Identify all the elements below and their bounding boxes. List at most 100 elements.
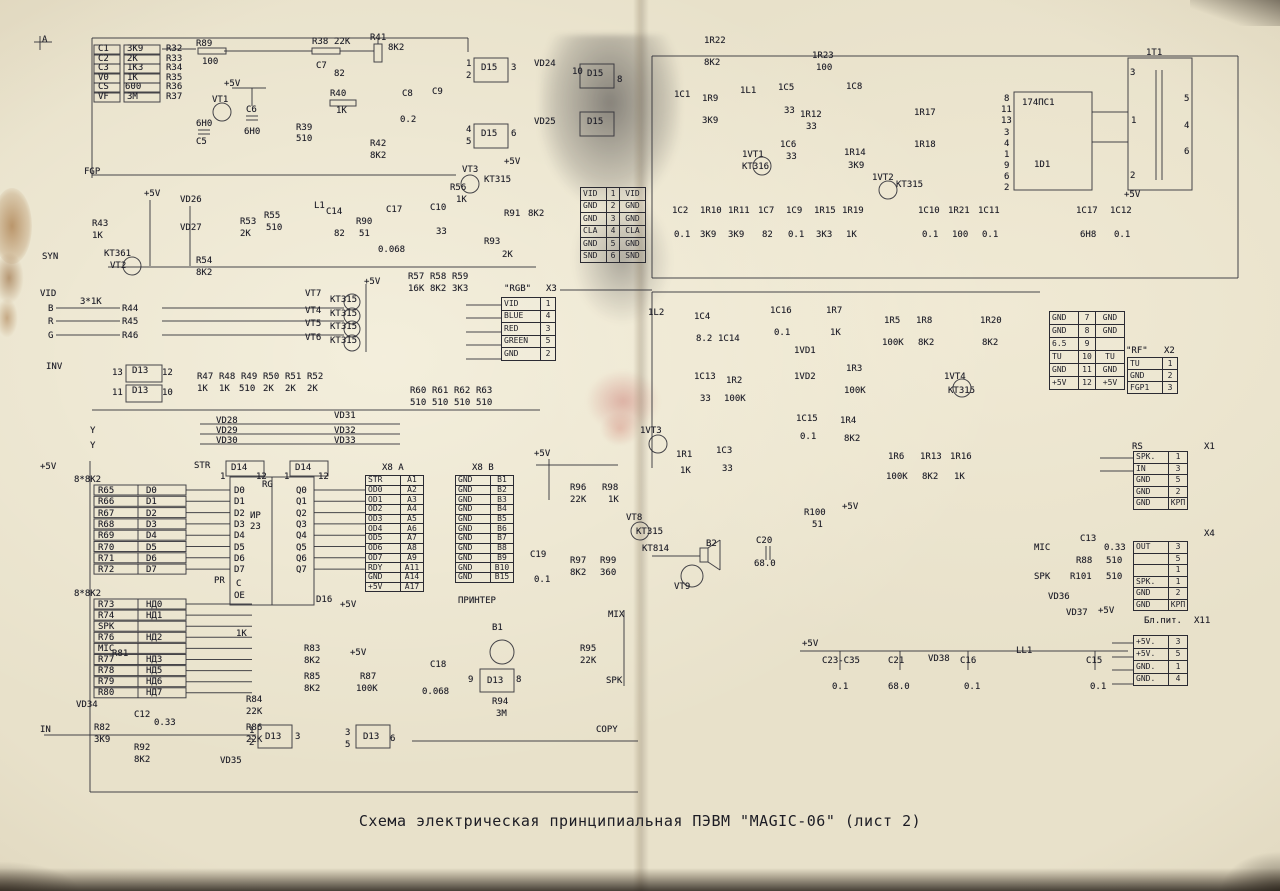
- schematic-label: R59: [452, 272, 469, 282]
- schematic-label: D1: [234, 497, 245, 507]
- schematic-label: 8: [1004, 94, 1010, 104]
- schematic-label: C19: [530, 550, 547, 560]
- schematic-label: 1C16: [770, 306, 792, 316]
- schematic-label: 2: [249, 738, 255, 748]
- schematic-label: 5: [1184, 94, 1190, 104]
- schematic-label: 1C7: [758, 206, 775, 216]
- schematic-label: НД6: [146, 677, 163, 687]
- schematic-label: 3К3: [452, 284, 469, 294]
- schematic-label: 16К: [408, 284, 425, 294]
- schematic-label: 3К9: [127, 44, 144, 54]
- schematic-label: 3*1К: [80, 297, 102, 307]
- schematic-label: 1К: [197, 384, 208, 394]
- schematic-label: КТ315: [636, 527, 664, 537]
- schematic-label: 1C17: [1076, 206, 1098, 216]
- schematic-label: VF: [98, 92, 109, 102]
- schematic-label: D5: [146, 543, 157, 553]
- schematic-label: 1К: [456, 195, 467, 205]
- schematic-label: 8К2: [570, 568, 587, 578]
- schematic-label: MIC: [98, 644, 115, 654]
- schematic-label: 3: [511, 63, 517, 73]
- schematic-label: 2: [1130, 171, 1136, 181]
- schematic-label: 22К: [570, 495, 587, 505]
- schematic-label: НД1: [146, 611, 163, 621]
- connector-cell: 7: [1078, 311, 1096, 325]
- schematic-label: 100К: [356, 684, 378, 694]
- schematic-label: 1C13: [694, 372, 716, 382]
- schematic-label: Бл.пит.: [1144, 616, 1182, 626]
- schematic-label: R66: [98, 497, 115, 507]
- schematic-label: 1: [1004, 150, 1010, 160]
- schematic-label: R55: [264, 211, 281, 221]
- schematic-label: 1VT4: [944, 372, 966, 382]
- schematic-label: 8К2: [304, 684, 321, 694]
- schematic-label: КТ315: [330, 322, 358, 332]
- schematic-label: 100: [816, 63, 833, 73]
- schematic-label: 100: [952, 230, 969, 240]
- schematic-label: Q7: [296, 565, 307, 575]
- schematic-label: 1C15: [796, 414, 818, 424]
- schematic-label: 1C6: [780, 140, 797, 150]
- schematic-label: 12: [318, 472, 329, 482]
- connector-cell: 3: [1168, 541, 1188, 554]
- schematic-label: 68.0: [888, 682, 910, 692]
- schematic-label: R32: [166, 44, 183, 54]
- schematic-label: 33: [786, 152, 797, 162]
- connector-cell: SND: [580, 249, 607, 263]
- schematic-label: R81: [112, 649, 129, 659]
- schematic-label: 6: [511, 129, 517, 139]
- schematic-label: НД3: [146, 655, 163, 665]
- connector-cell: 6.5: [1049, 337, 1079, 351]
- schematic-label: 2К: [502, 250, 513, 260]
- connector-cell: GND: [1095, 311, 1125, 325]
- schematic-label: НД7: [146, 688, 163, 698]
- schematic-label: 11: [1001, 105, 1012, 115]
- schematic-label: R79: [98, 677, 115, 687]
- connector-cell: 1: [1168, 660, 1188, 674]
- schematic-label: 1C4: [694, 312, 711, 322]
- connector-cell: КРП: [1168, 598, 1188, 611]
- schematic-label: КТ315: [484, 175, 512, 185]
- schematic-label: 0.1: [674, 230, 691, 240]
- schematic-label: 1VT1: [742, 150, 764, 160]
- schematic-label: C6: [246, 105, 257, 115]
- schematic-label: 9: [1004, 161, 1010, 171]
- schematic-label: R87: [360, 672, 377, 682]
- schematic-label: L1: [314, 201, 325, 211]
- schematic-label: 1R12: [800, 110, 822, 120]
- schematic-label: 100К: [886, 472, 908, 482]
- schematic-label: D3: [146, 520, 157, 530]
- schematic-label: 8К2: [918, 338, 935, 348]
- schematic-label: D7: [146, 565, 157, 575]
- connector-cell: GND: [619, 199, 646, 213]
- schematic-label: Q1: [296, 497, 307, 507]
- schematic-label: 8: [617, 75, 623, 85]
- schematic-label: 1C2: [672, 206, 689, 216]
- schematic-label: Q0: [296, 486, 307, 496]
- schematic-label: R90: [356, 217, 373, 227]
- schematic-label: 1C8: [846, 82, 863, 92]
- schematic-label: C8: [402, 89, 413, 99]
- ink-smudge: [572, 195, 672, 325]
- connector-cell: 4: [606, 224, 620, 238]
- schematic-label: INV: [46, 362, 63, 372]
- schematic-label: D2: [234, 509, 245, 519]
- schematic-label: ИР: [250, 511, 261, 521]
- schematic-label: ПРИНТЕР: [458, 596, 496, 606]
- schematic-label: 6: [1004, 172, 1010, 182]
- schematic-label: 1R10: [700, 206, 722, 216]
- schematic-label: "RGB": [504, 284, 532, 294]
- schematic-label: C14: [326, 207, 343, 217]
- schematic-label: 1: [220, 472, 226, 482]
- schematic-label: D15: [481, 63, 498, 73]
- schematic-label: 8К2: [982, 338, 999, 348]
- schematic-label: VT8: [626, 513, 643, 523]
- schematic-label: 82: [334, 69, 345, 79]
- schematic-label: R67: [98, 509, 115, 519]
- schematic-label: 1R1: [676, 450, 693, 460]
- connector-cell: GND: [619, 237, 646, 251]
- connector-cell: 3: [1168, 462, 1188, 475]
- schematic-label: D16: [316, 595, 333, 605]
- schematic-label: VT6: [305, 333, 322, 343]
